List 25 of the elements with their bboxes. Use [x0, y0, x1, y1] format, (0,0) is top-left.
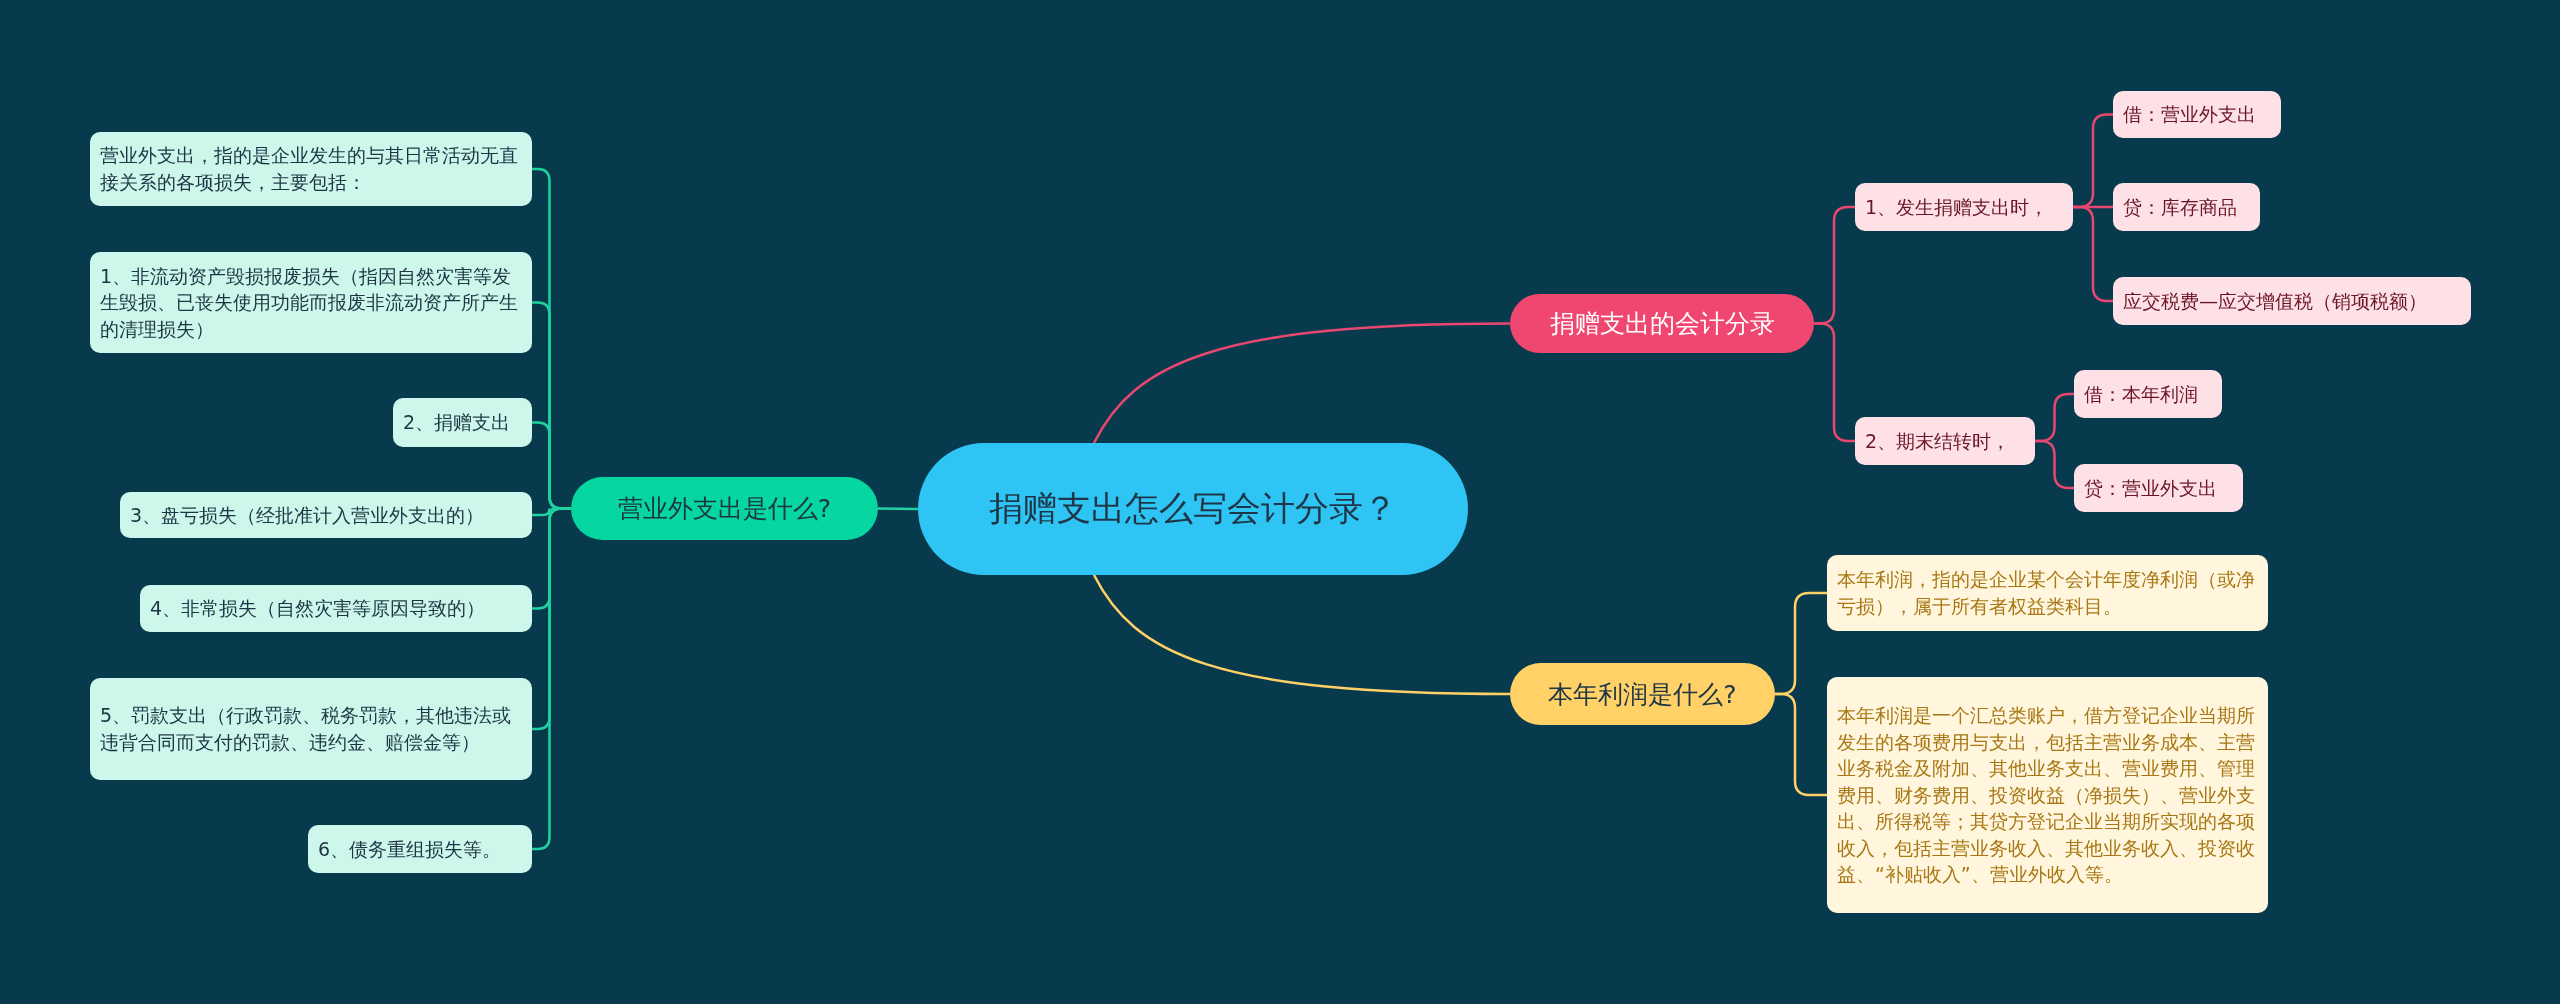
central-topic: 捐赠支出怎么写会计分录？	[918, 443, 1468, 575]
subtopic-box: 2、捐赠支出	[393, 398, 532, 447]
subtopic-box: 1、发生捐赠支出时，	[1855, 183, 2073, 231]
connector-line	[1092, 574, 1510, 696]
subtopic-box: 3、盘亏损失（经批准计入营业外支出的）	[120, 492, 532, 538]
connector-line	[2035, 439, 2074, 490]
subtopic-box: 本年利润是一个汇总类账户，借方登记企业当期所发生的各项费用与支出，包括主营业务成本、主营业务税金及附加、其他业务支出、营业费用、管理费用、财务费用、投资收益（净损失）、营业外支出、所得税等；其贷方登记企业当期所实现的各项收入，包括主营业务收入、其他业务收入、投资收益、“补贴收入”、营业外收入等。	[1827, 677, 2268, 913]
branch-topic: 捐赠支出的会计分录	[1510, 294, 1814, 353]
subtopic-box: 4、非常损失（自然灾害等原因导致的）	[140, 585, 532, 632]
connector-line	[878, 507, 918, 511]
branch-topic: 本年利润是什么?	[1510, 663, 1775, 725]
subtopic-box: 本年利润，指的是企业某个会计年度净利润（或净亏损），属于所有者权益类科目。	[1827, 555, 2268, 631]
subtopic-box: 借：营业外支出	[2113, 91, 2281, 138]
subtopic-box: 借：本年利润	[2074, 370, 2222, 418]
subtopic-box: 2、期末结转时，	[1855, 417, 2035, 465]
subtopic-box: 1、非流动资产毁损报废损失（指因自然灾害等发生毁损、已丧失使用功能而报废非流动资产所产生的清理损失）	[90, 252, 532, 353]
subtopic-box: 5、罚款支出（行政罚款、税务罚款，其他违法或违背合同而支付的罚款、违约金、赔偿金等）	[90, 678, 532, 780]
branch-topic: 营业外支出是什么?	[571, 477, 878, 540]
connector-line	[1814, 322, 1855, 443]
subtopic-box: 贷：库存商品	[2113, 183, 2260, 231]
subtopic-box: 应交税费—应交增值税（销项税额）	[2113, 277, 2471, 325]
subtopic-box: 营业外支出，指的是企业发生的与其日常活动无直接关系的各项损失，主要包括：	[90, 132, 532, 206]
subtopic-box: 贷：营业外支出	[2074, 464, 2243, 512]
subtopic-box: 6、债务重组损失等。	[308, 825, 532, 873]
connector-line	[1092, 322, 1510, 444]
